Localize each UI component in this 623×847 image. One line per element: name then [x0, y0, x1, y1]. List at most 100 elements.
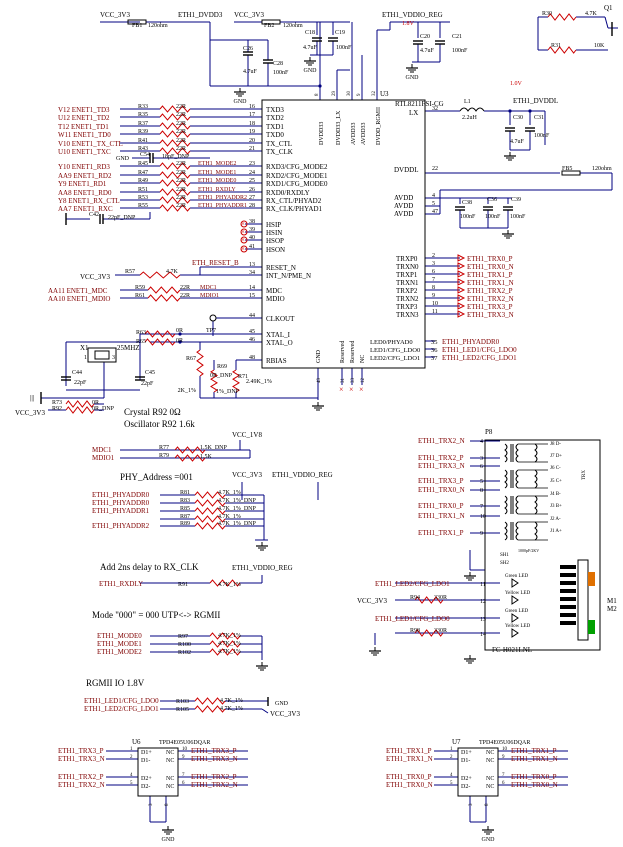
ic-pin-name: INT_N/PME_N: [266, 272, 311, 280]
ic-pin-number: 18: [249, 121, 255, 127]
ic-pin-name: AVDD: [394, 202, 413, 210]
r79: [174, 454, 206, 462]
note-text: Oscillator R92 1.6k: [124, 419, 195, 429]
net-label: ETH1_LED1/CFG_LDO0: [442, 346, 517, 354]
connector-pin: 9: [480, 531, 483, 537]
tvs-pin-name: D2+: [141, 776, 152, 782]
resistor: [194, 522, 226, 530]
ic-pin-number: 34: [249, 270, 255, 276]
ic-pin-name: Reserved: [340, 341, 346, 363]
ic-u3-body: [261, 99, 426, 369]
resistor: [159, 188, 191, 196]
resistor-value: 4.7K_1%: [218, 649, 241, 655]
c36-label: C36: [487, 197, 497, 203]
resistor: [194, 507, 226, 515]
net-label: V12 ENET1_TD3: [58, 106, 110, 114]
c20-label: C20: [420, 34, 430, 40]
wire: [261, 708, 269, 714]
c19-label: C19: [335, 30, 345, 36]
resistor-value: 4.7K_1%: [218, 641, 241, 647]
x1-label: X1: [80, 344, 89, 352]
led-symbol: [511, 578, 519, 588]
no-connect-x: ×: [339, 385, 344, 394]
tvs-pin-name: D1-: [141, 758, 150, 764]
connector-output: J6 C-: [550, 466, 561, 471]
r71-label: R71: [238, 374, 248, 380]
resistor-ref: R41: [138, 138, 148, 144]
shield-label: SH1: [500, 553, 509, 558]
resistor-value: 330R: [434, 595, 447, 601]
net-label: AA7 ENET1_RXC: [58, 205, 113, 213]
connector-p8-body: [484, 439, 601, 651]
junction-dot: [318, 84, 322, 88]
net-label: ETH1_TRX1_P: [418, 529, 464, 537]
net-label: ETH1_PHYADDR1: [198, 203, 247, 209]
c44-label: C44: [72, 370, 82, 376]
q1-label: Q1: [604, 4, 613, 12]
no-connect-x: ×: [241, 228, 245, 236]
junction-dot: [528, 109, 532, 113]
net-label: ETH_RESET_B: [192, 259, 239, 267]
r63-value: 0R: [176, 328, 183, 334]
vcc-label: VCC_3V3: [15, 409, 45, 417]
ic-pin-number: 2: [432, 253, 435, 259]
tvs-pin: 9: [182, 755, 185, 760]
ic-pin-number: 7: [432, 277, 435, 283]
r30-value: 4.7K: [585, 11, 598, 17]
resistor-value: 22R: [176, 112, 186, 118]
r31: [547, 46, 577, 54]
r31-value: 10K: [594, 43, 605, 49]
ground-label: GND: [162, 837, 176, 843]
resistor: [159, 171, 191, 179]
ic-pin-number: 38: [249, 219, 255, 225]
connector-pin: 3: [480, 456, 483, 462]
connector-pin: 4: [480, 439, 483, 445]
c21-label: C21: [452, 34, 462, 40]
ic-pin-name: RBIAS: [266, 357, 287, 365]
net-label: ETH1_MODE2: [198, 161, 236, 167]
resistor-ref: R35: [138, 112, 148, 118]
mounting-label: M1: [607, 597, 617, 605]
section-heading: PHY_Address =001: [120, 472, 193, 482]
resistor-ref: R81: [180, 490, 190, 496]
resistor-ref: R39: [138, 129, 148, 135]
r69-value: 0R_DNP: [210, 373, 233, 379]
r91-value: 4.7K_1%: [218, 582, 241, 588]
no-connect-x: ×: [349, 385, 354, 394]
c31-value: 100nF: [534, 133, 550, 139]
ic-pin-number: 32: [432, 106, 438, 112]
c54-value: 18pF_DNP: [162, 154, 190, 160]
no-connect-x: ×: [241, 245, 245, 253]
net-label: ETH1_MODE2: [97, 648, 142, 656]
ic-pin-number: 26: [249, 187, 255, 193]
connector-part: FC-H021LNL: [492, 646, 532, 654]
ic-pin-number: 15: [249, 293, 255, 299]
jack-contact: [560, 621, 576, 625]
r67-label: R67: [186, 356, 196, 362]
ic-pin-name: TRXP3: [396, 303, 418, 311]
r73-label: R73: [52, 400, 62, 406]
resistor-value: 22R: [176, 187, 186, 193]
port-arrow: [457, 302, 466, 310]
resistor: [209, 648, 241, 656]
tvs-pin: 1: [450, 747, 453, 752]
ic-pin-number: 29: [332, 91, 337, 97]
transformer-coil: [515, 495, 519, 515]
net-label: ETH1_TRX0_P: [511, 773, 557, 781]
ic-pin-name: AVDD33: [361, 122, 367, 145]
net-label: MDC1: [200, 285, 217, 291]
connector-pin: 6: [480, 464, 483, 470]
net-label: ETH1_TRX0_N: [418, 486, 465, 494]
c18-label: C18: [305, 30, 315, 36]
net-label: ETH1_TRX3_N: [191, 755, 238, 763]
resistor-ref: R85: [180, 506, 190, 512]
port-arrow: [457, 270, 466, 278]
ground-label: GND: [304, 68, 318, 74]
tvs-pin-name: D2-: [461, 784, 470, 790]
ic-pin-number: 35: [431, 339, 438, 346]
net-label: ETH1_TRX0_N: [511, 781, 558, 789]
ic-pin-number: 4: [432, 193, 435, 199]
ic-pin-name: RX_CLK/PHYAD1: [266, 205, 323, 213]
ic-pin-name: RESET_N: [266, 264, 296, 272]
net-label: U12 ENET1_TD2: [58, 114, 110, 122]
